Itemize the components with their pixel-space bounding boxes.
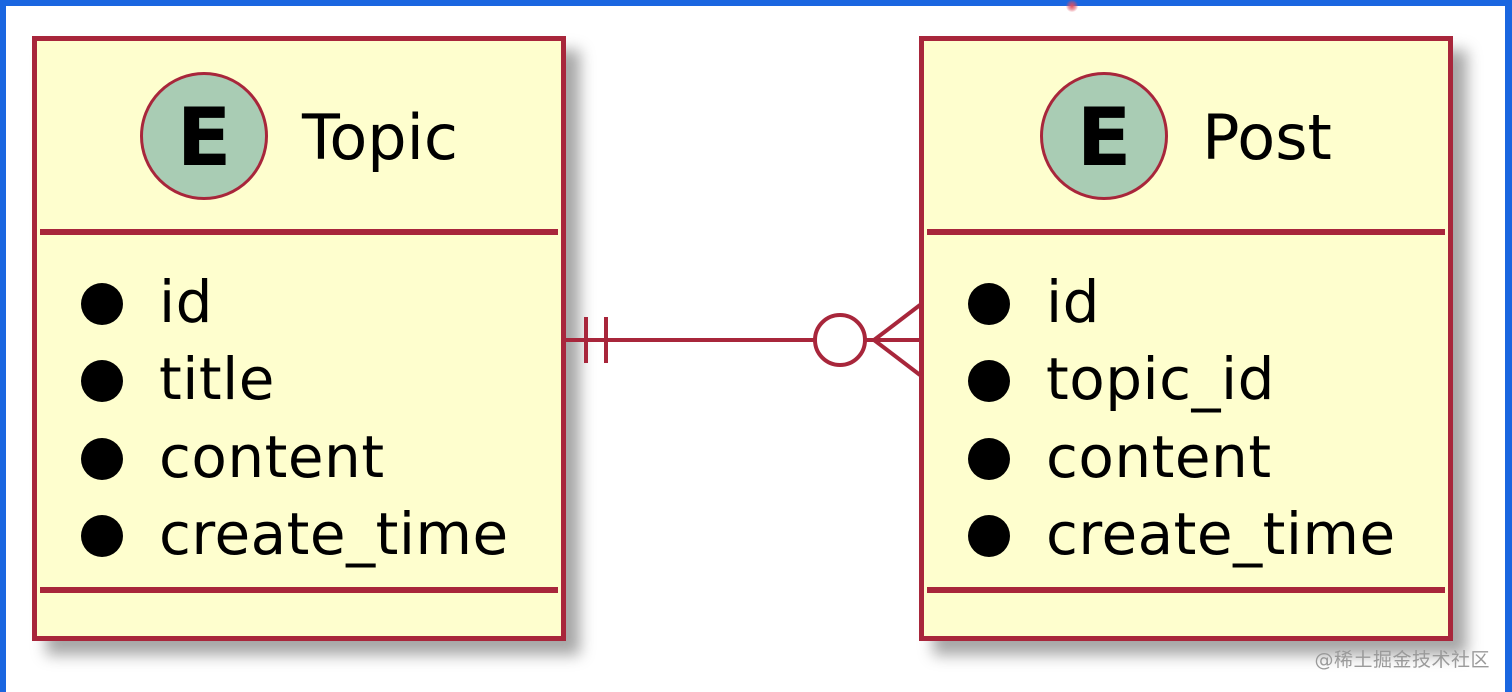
zero-or-many-icon xyxy=(813,303,922,377)
entity-circle-icon: E xyxy=(140,72,269,200)
attribute-list: id title content create_time xyxy=(81,263,509,573)
stereotype-letter: E xyxy=(1076,91,1132,184)
one-and-only-one-icon xyxy=(584,317,608,363)
attribute-name: topic_id xyxy=(1046,345,1275,414)
entity-header: E Topic xyxy=(37,41,561,231)
filled-circle-icon xyxy=(968,282,1010,325)
filled-circle-icon xyxy=(968,515,1010,558)
attribute-row: create_time xyxy=(968,496,1396,574)
attribute-name: create_time xyxy=(1046,500,1396,569)
attribute-row: create_time xyxy=(81,496,509,574)
entity-circle-icon: E xyxy=(1040,72,1169,200)
filled-circle-icon xyxy=(81,360,123,403)
filled-circle-icon xyxy=(81,515,123,558)
attribute-row: topic_id xyxy=(968,341,1396,419)
entity-post[interactable]: E Post id topic_id content create_time xyxy=(919,36,1453,641)
methods-divider xyxy=(927,587,1445,593)
entity-topic[interactable]: E Topic id title content create_time xyxy=(32,36,566,641)
header-divider xyxy=(927,229,1445,235)
attribute-row: title xyxy=(81,341,509,419)
entity-name: Topic xyxy=(302,101,458,174)
attribute-row: id xyxy=(81,263,509,341)
attribute-name: content xyxy=(159,422,385,491)
watermark: @稀土掘金技术社区 xyxy=(1314,649,1490,671)
attribute-row: content xyxy=(968,418,1396,496)
attribute-row: id xyxy=(968,263,1396,341)
attribute-name: title xyxy=(159,345,275,414)
filled-circle-icon xyxy=(968,437,1010,480)
resize-handle-icon[interactable] xyxy=(1066,0,1078,12)
attribute-name: create_time xyxy=(159,500,509,569)
methods-divider xyxy=(40,587,558,593)
filled-circle-icon xyxy=(81,282,123,325)
attribute-name: id xyxy=(1046,267,1100,336)
entity-name: Post xyxy=(1202,101,1332,174)
attribute-name: content xyxy=(1046,422,1272,491)
stereotype-letter: E xyxy=(176,91,232,184)
entity-header: E Post xyxy=(924,41,1448,231)
attribute-list: id topic_id content create_time xyxy=(968,263,1396,573)
attribute-row: content xyxy=(81,418,509,496)
filled-circle-icon xyxy=(81,437,123,480)
header-divider xyxy=(40,229,558,235)
attribute-name: id xyxy=(159,267,213,336)
filled-circle-icon xyxy=(968,360,1010,403)
